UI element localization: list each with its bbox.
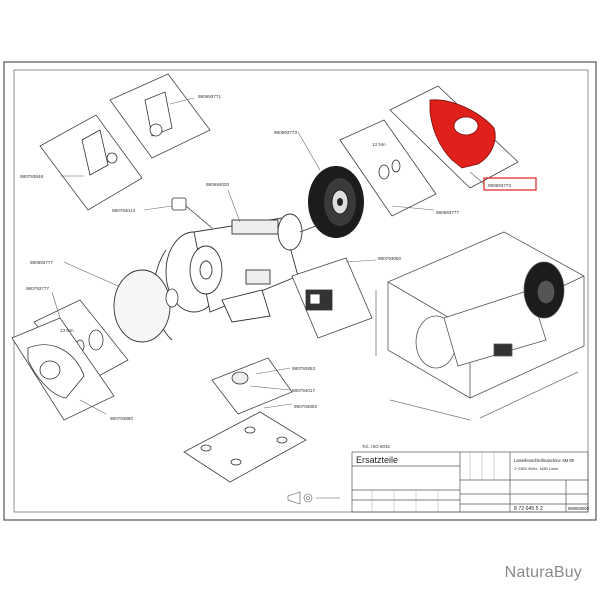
- power-cord: [171, 197, 213, 229]
- assembled-view: [375, 231, 585, 421]
- disk-left: [113, 269, 171, 343]
- title-article-no: 8 72 045 5 2: [514, 506, 543, 512]
- tolerance-note: Tol.: ISO 8015: [362, 444, 390, 449]
- label-980793853: 980793853: [292, 366, 315, 371]
- label-980793848: 980793848: [20, 174, 43, 179]
- switch: [305, 289, 333, 311]
- title-product: Lamellenschleifmaschine SM 80: [514, 458, 575, 463]
- label-13nm-right: 13 Nm: [372, 142, 386, 147]
- panel-feet: [183, 411, 307, 483]
- label-980794013: 980794013: [112, 208, 135, 213]
- watermark-naturabuy: NaturaBuy: [504, 564, 582, 581]
- label-980694020: 980694020: [206, 182, 229, 187]
- shield-bracket-small: [81, 129, 118, 176]
- title-drawing-no: 980693000: [568, 506, 590, 511]
- wheel-guard-hole: [453, 116, 479, 136]
- washers-right: [378, 159, 401, 180]
- grinder-motor: [165, 213, 317, 323]
- title-spec: 1~230V 50Hz, 1450 1/min: [514, 467, 558, 471]
- label-980793848-b: 980693777: [30, 260, 53, 265]
- leader-lines: [51, 97, 485, 415]
- grinding-wheel-black: [308, 166, 364, 238]
- label-980693771: 980693771: [198, 94, 221, 99]
- capacitor: [231, 371, 249, 385]
- drawing-frame-outer: [3, 61, 597, 521]
- label-980793050: 980793050: [378, 256, 401, 261]
- label-980693773-highlighted: 980693773: [488, 183, 511, 188]
- drawing-frame-inner: [13, 69, 589, 513]
- shield-bracket-large: [144, 91, 173, 137]
- label-980693773-top: 980693773: [274, 130, 297, 135]
- flange-left: [165, 288, 179, 308]
- label-980793850: 980793850: [294, 404, 317, 409]
- label-13nm-left: 13 Nm: [60, 328, 74, 333]
- title-block: [351, 451, 589, 513]
- rubber-feet: [200, 426, 288, 466]
- label-980794017: 980794017: [292, 388, 315, 393]
- title-heading: Ersatzteile: [356, 455, 398, 465]
- label-980693777-a: 980693777: [436, 210, 459, 215]
- guard-left: [27, 344, 85, 399]
- label-980793880: 980793880: [110, 416, 133, 421]
- projection-symbol: [287, 491, 340, 505]
- label-980793777-left: 980793777: [26, 286, 49, 291]
- title-block-grid-lines: [371, 452, 495, 512]
